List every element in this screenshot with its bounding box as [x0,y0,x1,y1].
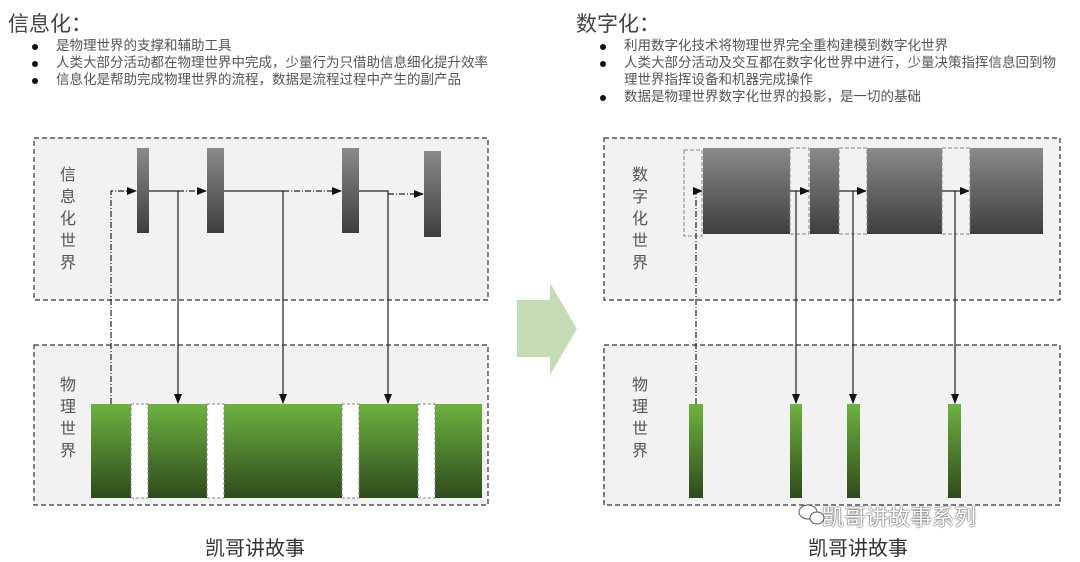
right-physical-world-panel [603,344,1061,506]
physical-segment [689,404,703,498]
left-heading: 信息化： [8,12,92,36]
gap [341,403,360,499]
digital-block [970,148,1043,234]
physical-segment [435,404,482,498]
physical-segment [224,404,342,498]
physical-world-label: 物理世界 [631,375,648,460]
solid-connector [359,190,392,404]
left-bullets: 是物理世界的支撑和辅助工具 人类大部分活动都在物理世界中完成，少量行为只借助信息… [8,38,498,89]
digital-block [703,148,790,234]
left-info-world-panel [33,137,489,301]
physical-segment [359,404,418,498]
physical-segment [790,404,802,498]
right-heading: 数字化： [576,12,660,36]
right-caption: 凯哥讲故事 [808,536,908,560]
bullet: 是物理世界的支撑和辅助工具 [8,38,498,55]
info-bar [207,148,224,233]
physical-segment [948,404,961,498]
digital-block [810,148,839,234]
bullet: 人类大部分活动都在物理世界中完成，少量行为只借助信息细化提升效率 [8,55,498,72]
wechat-icon [798,504,825,525]
physical-segment [148,404,207,498]
left-caption: 凯哥讲故事 [205,536,305,560]
watermark: 凯哥讲故事系列 [822,506,977,531]
physical-world-label: 物理世界 [59,375,76,460]
gap [941,147,971,235]
physical-segment [91,404,131,498]
digital-world-label: 数字化世界 [631,165,648,272]
gap [130,403,149,499]
bullet: 数据是物理世界数字化世界的投影，是一切的基础 [576,89,1056,106]
info-world-label: 信息化世界 [59,165,76,272]
bullet: 利用数字化技术将物理世界完全重构建模到数字化世界 [576,38,1056,55]
transition-arrow-icon [517,283,577,375]
gap [206,403,225,499]
dashdot-connector [693,187,703,404]
gap [417,403,436,499]
info-bar [342,148,359,233]
bullet: 信息化是帮助完成物理世界的流程，数据是流程过程中产生的副产品 [8,72,498,89]
right-bullets: 利用数字化技术将物理世界完全重构建模到数字化世界 人类大部分活动及交互都在数字化… [576,38,1056,106]
physical-segment [847,404,860,498]
digital-block [867,148,942,234]
info-bar [137,148,149,233]
dashdot-connector [110,187,137,404]
info-bar [424,151,441,237]
bullet: 人类大部分活动及交互都在数字化世界中进行，少量决策指挥信息回到物理世界指挥设备和… [576,55,1056,89]
